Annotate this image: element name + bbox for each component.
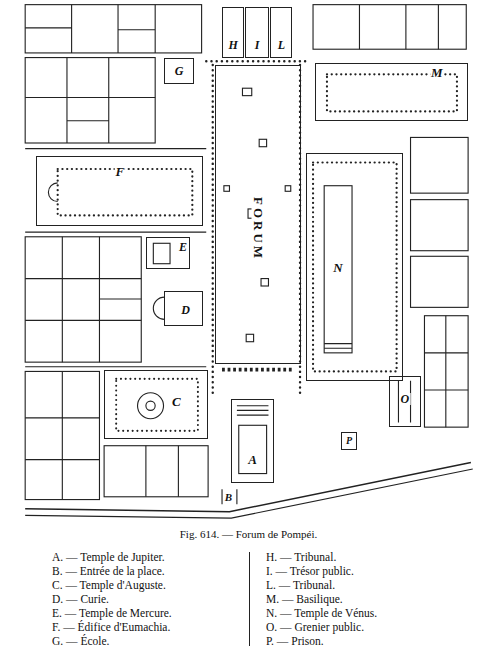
building-outline: E [146,237,191,270]
forum-square: FORUM [215,65,300,364]
building-letter: I [254,39,261,51]
legend-entry: H. — Tribunal. [266,551,336,564]
legend-divider [249,552,250,646]
building-letter: M [430,66,444,79]
legend-entry: F. — Édifice d'Eumachia. [52,621,170,634]
forum-plan: H I L G M F FORUM N E D C O A P B [0,0,497,520]
legend-entry: P. — Prison. [266,635,324,648]
legend-entry: M. — Basilique. [266,593,343,606]
legend-entry: O. — Grenier public. [266,621,364,634]
legend-entry: G. — École. [52,635,109,648]
building-letter: F [114,164,125,177]
building-outline: A [231,399,274,483]
legend-entry: I. — Trésor public. [266,565,354,578]
building-letter: H [227,39,238,51]
building-outline: L [270,7,292,58]
building-letter: P [345,436,353,446]
building-outline: M [315,63,468,121]
figure-caption: Fig. 614. — Forum de Pompéi. [0,528,497,540]
area-name: FORUM [252,196,265,262]
building-letter: D [180,304,191,316]
building-outline: I [245,7,269,58]
legend-entry: E. — Temple de Mercure. [52,607,172,620]
legend-entry: B. — Entrée de la place. [52,565,165,578]
building-outline: O [389,376,421,427]
legend-entry: D. — Curie. [52,593,109,606]
legend-entry: N. — Temple de Vénus. [266,607,377,620]
building-letter: L [277,39,286,51]
building-outline: P [341,432,358,451]
building-outline: G [164,58,194,84]
building-letter: C [171,395,182,408]
building-outline: N [306,153,404,381]
building-outline: F [36,156,203,226]
building-outline: H [222,7,244,58]
building-letter: O [400,393,411,405]
plan-drawing [0,0,497,520]
building-letter: A [247,453,258,466]
building-letter: N [332,260,343,273]
entrance-letter: B [224,491,233,502]
building-letter: G [174,65,185,77]
building-letter: E [178,241,188,253]
building-outline: C [104,370,208,440]
building-outline: D [164,291,203,326]
legend-entry: C. — Temple d'Auguste. [52,579,166,592]
legend-entry: L. — Tribunal. [266,579,335,592]
legend-entry: A. — Temple de Jupiter. [52,551,165,564]
